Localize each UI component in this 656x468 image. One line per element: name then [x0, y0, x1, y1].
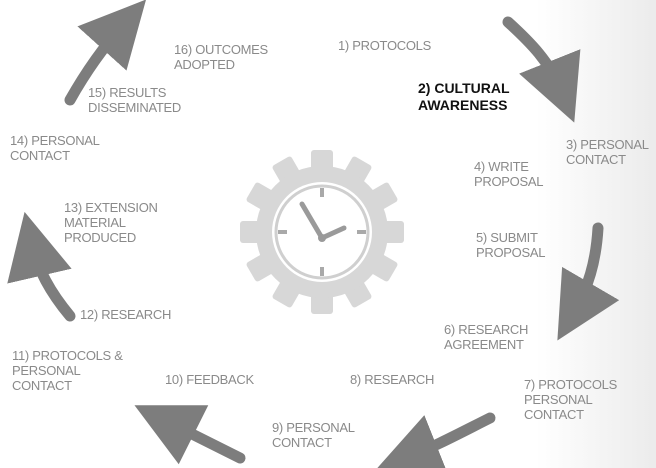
step-7-line-1: 7) PROTOCOLS — [524, 377, 617, 392]
step-14-line-2: CONTACT — [10, 148, 70, 163]
cycle-arrows — [7, 0, 620, 468]
step-5-line-2: PROPOSAL — [476, 245, 546, 260]
step-4-line-2: PROPOSAL — [474, 174, 544, 189]
step-10-label: 10) FEEDBACK — [165, 372, 254, 387]
step-8-line-1: 8) RESEARCH — [350, 372, 435, 387]
step-11-line-2: PERSONAL — [12, 363, 81, 378]
step-16-line-1: 16) OUTCOMES — [174, 42, 268, 57]
step-3-line-1: 3) PERSONAL — [566, 137, 649, 152]
step-11-line-1: 11) PROTOCOLS & — [12, 348, 123, 363]
step-1-line-1: 1) PROTOCOLS — [338, 38, 431, 53]
step-14-line-1: 14) PERSONAL — [10, 133, 100, 148]
arrow-right — [557, 222, 620, 341]
arrow-bottom-left — [134, 405, 246, 465]
step-7-line-3: CONTACT — [524, 407, 584, 422]
clock-gear-icon — [240, 150, 404, 314]
step-13-line-1: 13) EXTENSION — [64, 200, 158, 215]
step-9-line-2: CONTACT — [272, 435, 332, 450]
step-6-line-1: 6) RESEARCH — [444, 322, 529, 337]
step-15-line-2: DISSEMINATED — [88, 100, 181, 115]
arrow-top-left — [64, 0, 147, 106]
step-2-line-2: AWARENESS — [418, 97, 508, 113]
step-12-line-1: 12) RESEARCH — [80, 307, 172, 322]
step-7-line-2: PERSONAL — [524, 392, 593, 407]
step-2-line-1: 2) CULTURAL — [418, 80, 510, 96]
step-12-label: 12) RESEARCH — [80, 307, 171, 322]
arrow-top-right — [502, 16, 581, 123]
step-13-line-3: PRODUCED — [64, 230, 136, 245]
step-13-line-2: MATERIAL — [64, 215, 126, 230]
step-15-line-1: 15) RESULTS — [88, 85, 167, 100]
step-5-line-1: 5) SUBMIT — [476, 230, 538, 245]
arrow-left — [7, 211, 76, 322]
step-4-line-1: 4) WRITE — [474, 159, 529, 174]
step-16-line-2: ADOPTED — [174, 57, 235, 72]
arrow-bottom-right — [375, 412, 496, 468]
step-8-label: 8) RESEARCH — [350, 372, 434, 387]
step-10-line-1: 10) FEEDBACK — [165, 372, 254, 387]
step-3-line-2: CONTACT — [566, 152, 626, 167]
step-1-label: 1) PROTOCOLS — [338, 38, 431, 53]
step-6-line-2: AGREEMENT — [444, 337, 524, 352]
step-11-line-3: CONTACT — [12, 378, 72, 393]
step-9-line-1: 9) PERSONAL — [272, 420, 355, 435]
